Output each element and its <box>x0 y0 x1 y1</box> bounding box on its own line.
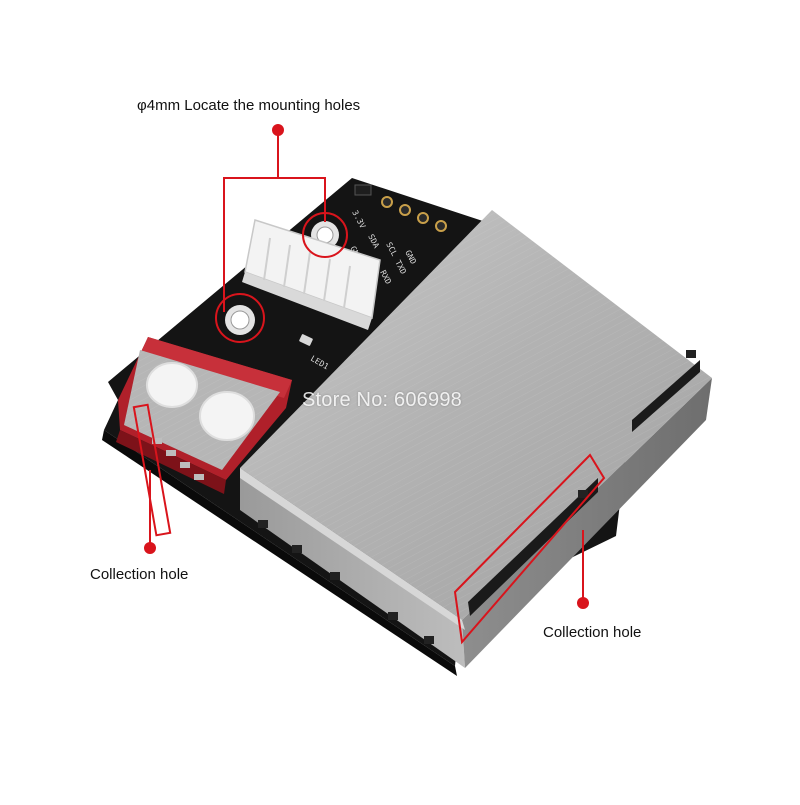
collection-slot-right <box>468 478 598 616</box>
led-component <box>299 334 313 346</box>
collection-hole-label-left: Collection hole <box>90 566 189 583</box>
highlight-collection-right <box>453 453 606 645</box>
annotation-callouts <box>132 124 606 645</box>
jst-connector <box>242 219 381 330</box>
collection-hole-left-b <box>199 391 255 441</box>
highlight-mounting-hole-top <box>302 212 348 258</box>
metal-shield <box>240 210 712 668</box>
mounting-hole-left <box>225 305 255 335</box>
highlight-collection-left <box>132 403 172 537</box>
sensor-module <box>116 337 292 494</box>
store-watermark: Store No: 606998 <box>302 389 462 411</box>
collection-hole-label-right: Collection hole <box>543 624 642 641</box>
mounting-holes-label: φ4mm Locate the mounting holes <box>137 97 361 114</box>
collection-hole-left-a <box>146 362 198 408</box>
pin-header <box>354 184 447 232</box>
highlight-mounting-hole-left <box>215 293 265 343</box>
